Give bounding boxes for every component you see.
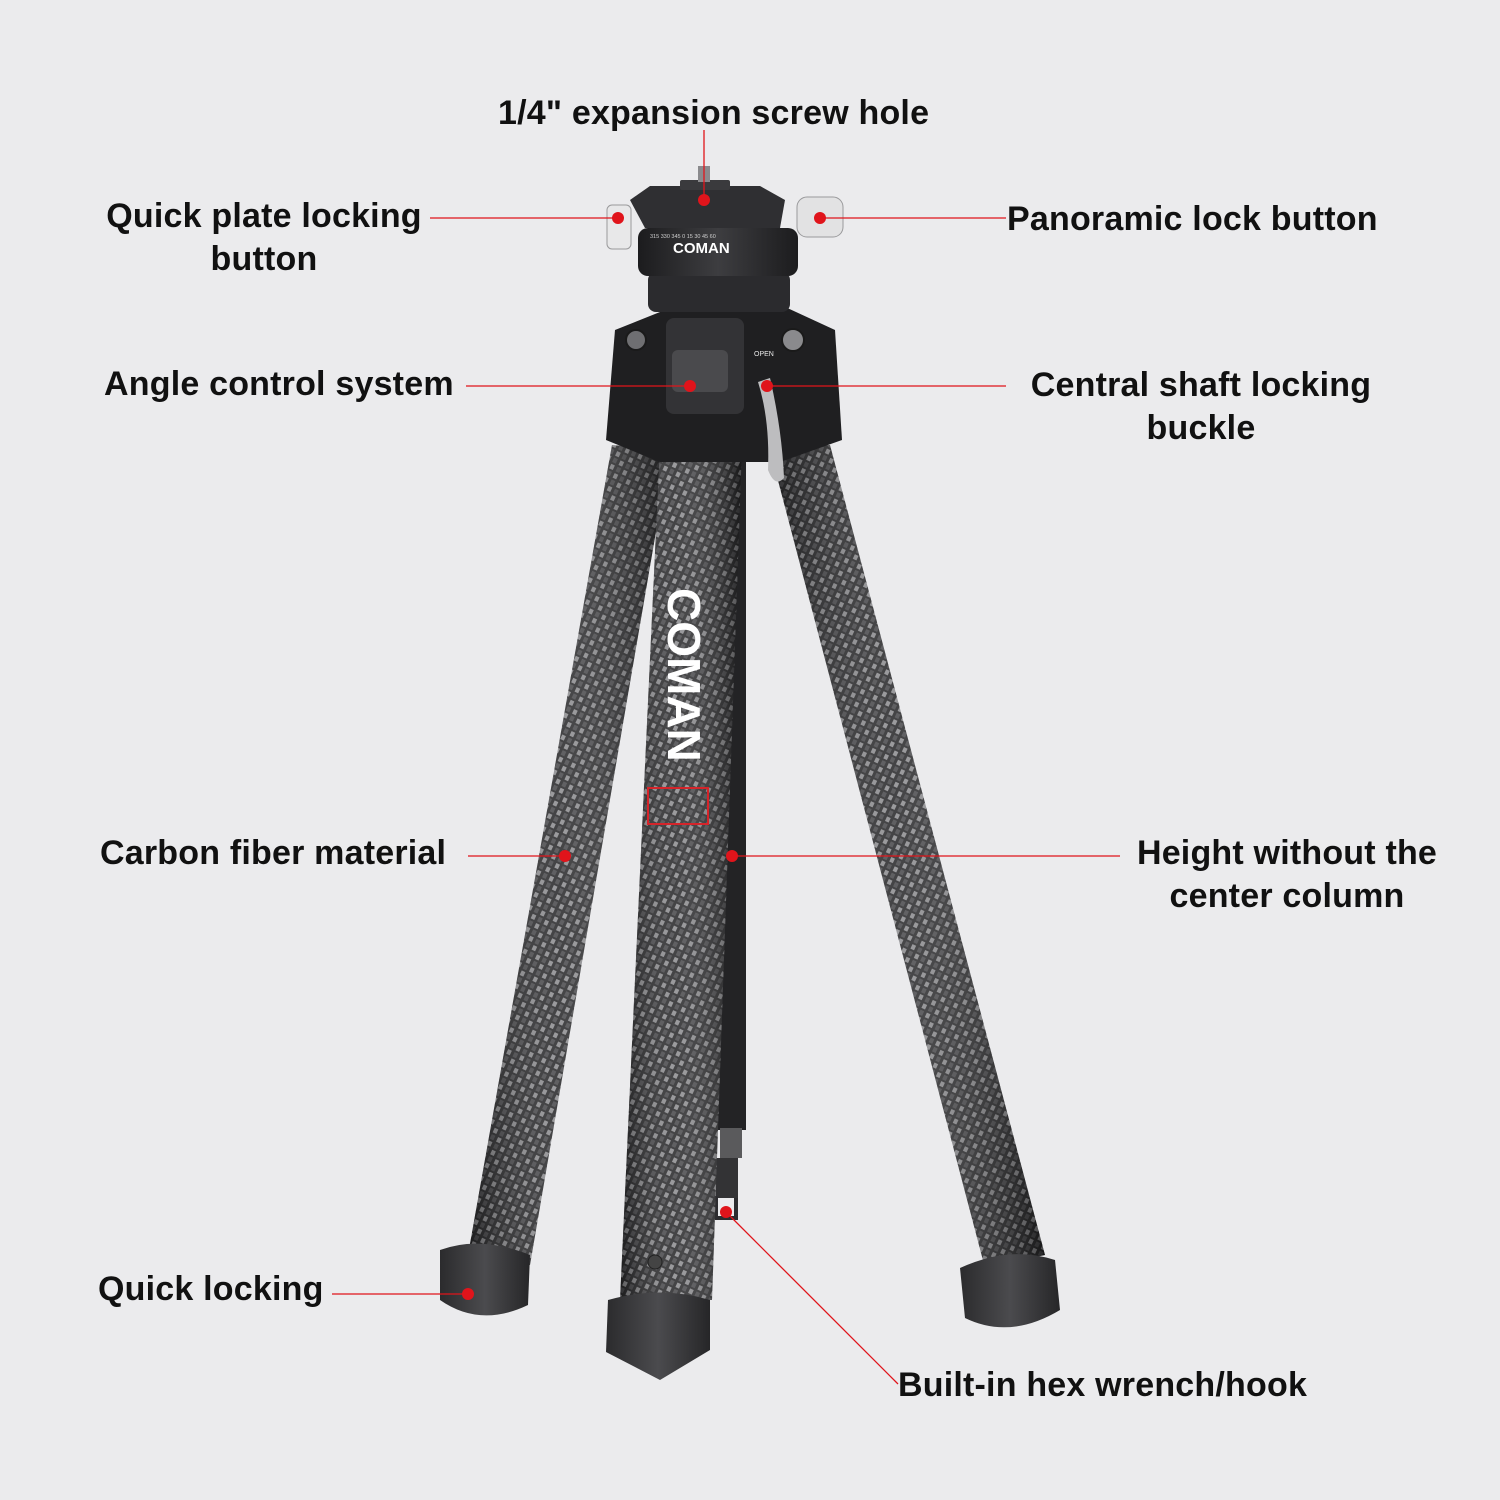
label-quick-plate: Quick plate locking button [106,197,422,278]
leg-seal-mark [647,787,709,825]
panoramic-dial-scale: 315 330 345 0 15 30 45 60 [650,234,716,240]
label-panoramic: Panoramic lock button [1007,200,1378,238]
right-leg [770,445,1060,1328]
central-shaft-lever [758,378,784,482]
quick-plate-lock-knob [606,204,632,250]
label-screw-hole: 1/4" expansion screw hole [498,94,930,132]
dot-central-shaft [761,380,773,392]
label-height: Height without the center column [1136,834,1438,915]
dot-panoramic [814,212,826,224]
label-quick-locking: Quick locking [98,1270,324,1308]
dot-screw-hole [698,194,710,206]
pivot-bolt-right [781,328,805,352]
center-leg: COMAN [606,445,742,1380]
svg-text:OPEN: OPEN [754,351,774,358]
pivot-bolt-left [625,329,647,351]
leg-brand-text: COMAN [658,588,710,762]
dot-height [726,850,738,862]
quick-release-plate [630,186,785,228]
head-brand-text: COMAN [673,240,730,257]
dot-quick-plate [612,212,624,224]
label-angle: Angle control system [104,365,454,403]
left-foot [440,1243,530,1316]
dot-quick-locking [462,1288,474,1300]
dot-hex-wrench [720,1206,732,1218]
label-hex-wrench: Built-in hex wrench/hook [898,1366,1308,1404]
callout-lines [332,130,1120,1385]
callout-dots [462,194,826,1300]
label-carbon: Carbon fiber material [100,834,447,872]
dot-carbon [559,850,571,862]
right-foot [960,1254,1060,1328]
angle-control-tab [672,350,728,392]
leg-hub: OPEN [606,300,842,482]
center-foot [606,1292,710,1380]
label-central-shaft: Central shaft locking buckle [1030,366,1372,447]
dot-angle [684,380,696,392]
ball-head: COMAN 315 330 345 0 15 30 45 60 [606,166,844,312]
